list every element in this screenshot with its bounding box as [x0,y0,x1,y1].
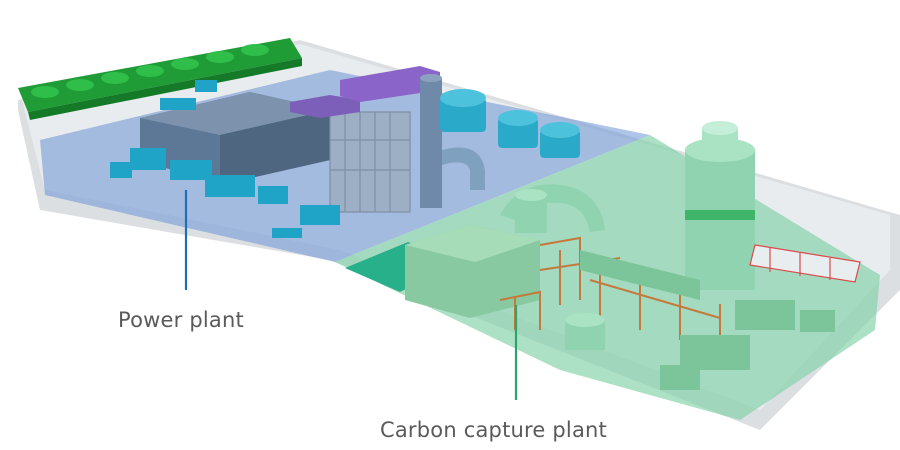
power-plant-label: Power plant [118,308,244,332]
carbon-capture-structures [345,121,861,390]
cooling-block [18,38,302,120]
power-plant-structures [110,66,580,238]
carbon-capture-plant-label: Carbon capture plant [380,418,607,442]
